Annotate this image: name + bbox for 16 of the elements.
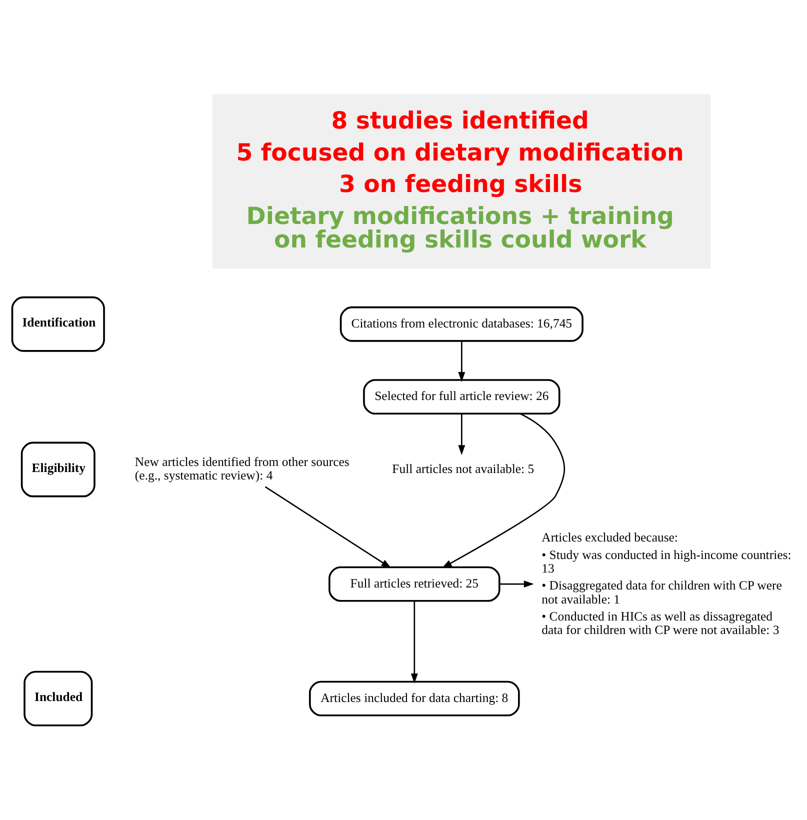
arrow [500, 580, 534, 588]
arrow [410, 600, 418, 684]
arrow [458, 414, 466, 456]
node-box: Identification [11, 296, 105, 352]
node-box: Included [24, 670, 93, 726]
arrow [264, 486, 392, 568]
node-box: Eligibility [20, 442, 96, 498]
node-text: Articles excluded because: • Study was conducted in high-income countries: 13 • Disaggregated data for children with CP were not available: 1 • Conducted in HICs as well as dissagregated data for children with CP were not available: 3 [542, 530, 792, 638]
arrow [458, 341, 466, 382]
node-box: Articles included for data charting: 8 [308, 680, 520, 716]
arrow [442, 413, 566, 568]
node-box: Citations from electronic databases: 16,745 [340, 306, 584, 342]
node-box: Full articles retrieved: 25 [328, 566, 500, 602]
node-text: New articles identified from other sources (e.g., systematic review): 4 [134, 455, 350, 483]
node-box: Selected for full article review: 26 [363, 379, 560, 415]
node-text: Full articles not available: 5 [392, 462, 534, 476]
